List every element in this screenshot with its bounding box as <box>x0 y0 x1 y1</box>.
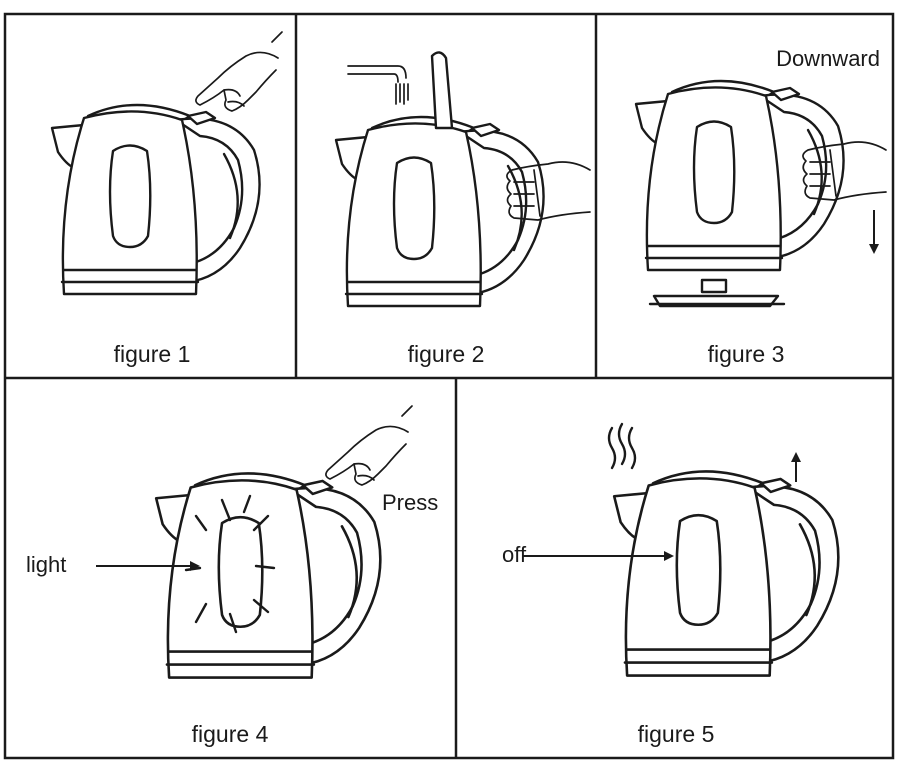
kettle-illustration <box>50 103 261 296</box>
gripping-hand-icon <box>802 141 887 201</box>
figure-caption: figure 5 <box>638 721 715 747</box>
off-label: off <box>502 542 527 567</box>
panel-figure-5: off figure 5 <box>502 422 840 747</box>
panel-figure-4: light Press figure 4 <box>26 405 438 747</box>
power-base-illustration <box>648 278 786 308</box>
kettle-illustration <box>634 79 845 272</box>
figure-caption: figure 2 <box>408 341 485 367</box>
open-lid-illustration <box>430 51 454 130</box>
panel-figure-2: figure 2 <box>334 51 591 367</box>
kettle-illustration <box>334 115 545 308</box>
pointing-hand-icon <box>195 31 283 112</box>
light-label: light <box>26 552 66 577</box>
pointing-hand-icon <box>325 405 413 486</box>
figure-caption: figure 4 <box>192 721 269 747</box>
kettle-illustration <box>154 472 382 679</box>
steam-icon <box>607 422 637 470</box>
kettle-illustration <box>612 470 840 677</box>
figure-caption: figure 1 <box>114 341 191 367</box>
diagram-frame <box>3 12 895 760</box>
water-faucet-icon <box>347 65 409 105</box>
panel-figure-1: figure 1 <box>50 31 283 367</box>
press-label: Press <box>382 490 438 515</box>
figure-caption: figure 3 <box>708 341 785 367</box>
downward-label: Downward <box>776 46 880 71</box>
panel-figure-3: Downward figure 3 <box>634 46 887 367</box>
